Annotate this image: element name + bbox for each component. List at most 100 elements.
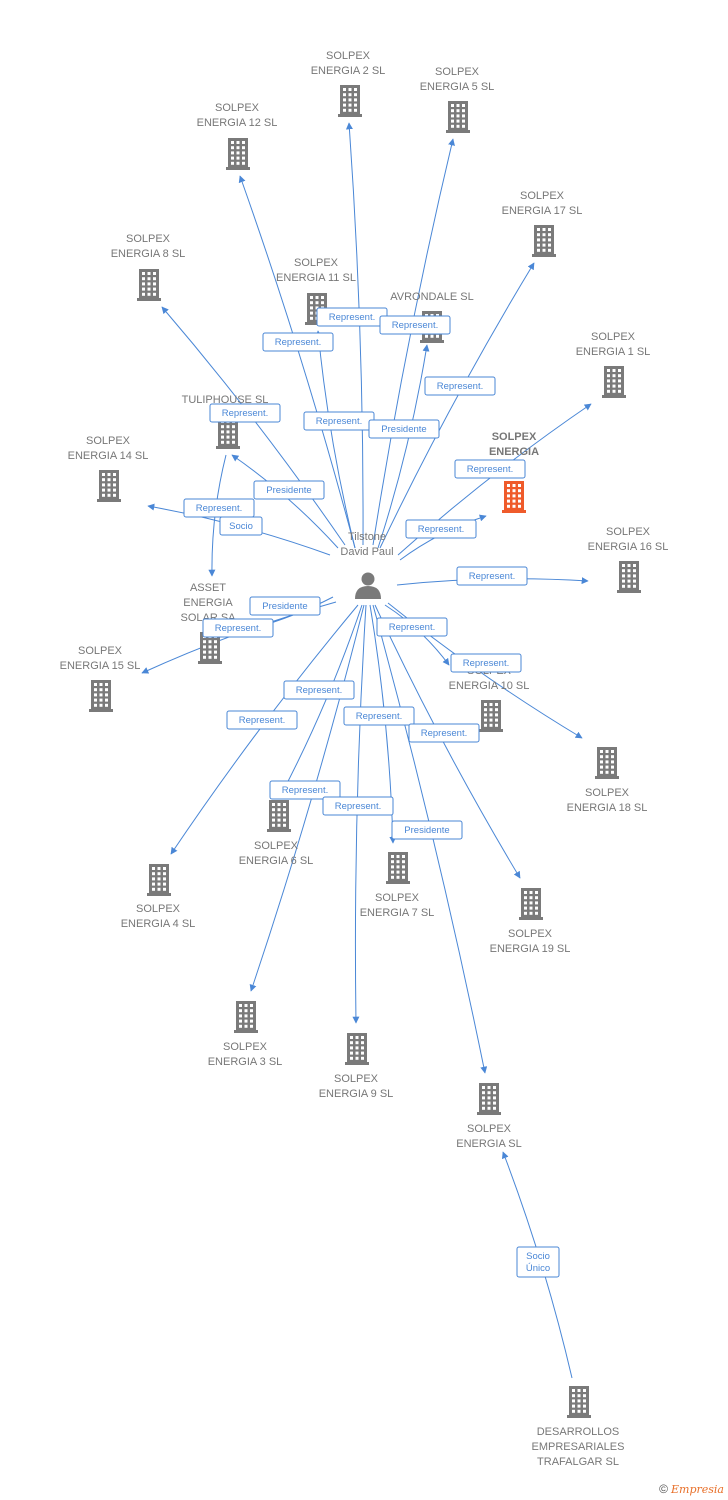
edge-label-box[interactable]: [368, 419, 440, 439]
edge-label-box[interactable]: [322, 796, 394, 816]
brand-logo[interactable]: Empresia: [671, 1483, 724, 1496]
building-icon: [595, 747, 619, 779]
edge-label-box[interactable]: [379, 315, 451, 335]
edge-label-tilstone-e17[interactable]: Represent.: [424, 376, 496, 396]
edge-label-tilstone-esl[interactable]: Presidente: [391, 820, 463, 840]
edge-line-tilstone-e17: [379, 262, 535, 549]
edge-label-text: Represent.: [469, 571, 515, 582]
building-icon: [386, 852, 410, 884]
edge-label-tilstone-e14[interactable]: Represent.: [183, 498, 255, 518]
edge-label-tilstone-e2[interactable]: Represent.: [316, 307, 388, 327]
edge-label-box[interactable]: [253, 480, 325, 500]
edge-label-tilstone-ehl[interactable]: Represent.: [405, 519, 477, 539]
node-label-e4: SOLPEX: [136, 903, 181, 915]
edge-label-tilstone-e12[interactable]: Represent.: [262, 332, 334, 352]
edge-line-tilstone-e6: [281, 604, 363, 794]
edge-label-tilstone-e7[interactable]: Represent.: [343, 706, 415, 726]
edge-label-box[interactable]: [269, 780, 341, 800]
person-icon: [355, 572, 381, 599]
edge-label-box[interactable]: [405, 519, 477, 539]
node-label-e9: ENERGIA 9 SL: [319, 1088, 394, 1100]
edge-label-box[interactable]: [516, 1246, 560, 1278]
edge-label-tilstone-e6[interactable]: Represent.: [283, 680, 355, 700]
edge-label-box[interactable]: [226, 710, 298, 730]
node-tul[interactable]: TULIPHOUSE SL: [182, 394, 269, 449]
node-label-e11: ENERGIA 11 SL: [276, 272, 356, 284]
edge-label-tilstone-e18[interactable]: Represent.: [450, 653, 522, 673]
edge-label-tul-ase[interactable]: Socio: [219, 516, 263, 536]
edge-label-box[interactable]: [376, 617, 448, 637]
edge-label-tilstone-e19[interactable]: Represent.: [408, 723, 480, 743]
edge-label-box[interactable]: [183, 498, 255, 518]
edge-label-tilstone-e1[interactable]: Represent.: [454, 459, 526, 479]
edge-label-box[interactable]: [343, 706, 415, 726]
edge-line-tilstone-e12: [238, 175, 356, 549]
edge-label-tilstone-ase[interactable]: Presidente: [249, 596, 321, 616]
edge-label-tilstone-e15[interactable]: Represent.: [202, 618, 274, 638]
node-label-e11: SOLPEX: [294, 257, 339, 269]
edge-label-text: Represent.: [275, 337, 321, 348]
edge-label-tilstone-e16[interactable]: Represent.: [456, 566, 528, 586]
edge-label-tilstone-e10[interactable]: Represent.: [376, 617, 448, 637]
node-ehl[interactable]: SOLPEX ENERGIA: [489, 431, 539, 513]
edge-label-tilstone-e8[interactable]: Represent.: [209, 403, 281, 423]
edge-label-box[interactable]: [283, 680, 355, 700]
node-label-e3: ENERGIA 3 SL: [208, 1056, 283, 1068]
edge-label-tilstone-e9[interactable]: Represent.: [322, 796, 394, 816]
node-label-e15: ENERGIA 15 SL: [60, 660, 141, 672]
edge-label-tilstone-avr[interactable]: Presidente: [368, 419, 440, 439]
edge-label-tilstone-e5[interactable]: Represent.: [379, 315, 451, 335]
edge-label-tilstone-e11[interactable]: Represent.: [303, 411, 375, 431]
building-icon: [502, 481, 526, 513]
edge-label-tilstone-tul[interactable]: Presidente: [253, 480, 325, 500]
node-label-e1: SOLPEX: [591, 331, 636, 343]
edge-label-text: Represent.: [389, 622, 435, 633]
edge-label-tilstone-e3[interactable]: Represent.: [269, 780, 341, 800]
edge-label-box[interactable]: [202, 618, 274, 638]
edge-labels-layer: Represent.Represent.Represent.Represent.…: [183, 307, 560, 1278]
edge-label-box[interactable]: [391, 820, 463, 840]
node-label-dtr: EMPRESARIALES: [532, 1441, 625, 1453]
building-icon: [532, 225, 556, 257]
edge-label-box[interactable]: [209, 403, 281, 423]
edge-label-text: Represent.: [316, 416, 362, 427]
edge-label-box[interactable]: [454, 459, 526, 479]
node-label-ehl: ENERGIA: [489, 446, 539, 458]
edge-label-box[interactable]: [219, 516, 263, 536]
node-label-esl: ENERGIA SL: [456, 1138, 521, 1150]
edge-label-box[interactable]: [249, 596, 321, 616]
edge-label-box[interactable]: [456, 566, 528, 586]
edge-label-box[interactable]: [408, 723, 480, 743]
edge-line-tilstone-avr: [377, 344, 430, 549]
edge-label-box[interactable]: [424, 376, 496, 396]
node-label-ehl: SOLPEX: [492, 431, 537, 443]
node-label-e6: ENERGIA 6 SL: [239, 855, 314, 867]
edge-label-text: Represent.: [467, 464, 513, 475]
edge-label-box[interactable]: [450, 653, 522, 673]
edge-label-box[interactable]: [262, 332, 334, 352]
edge-label-tilstone-e4[interactable]: Represent.: [226, 710, 298, 730]
building-icon: [137, 269, 161, 301]
